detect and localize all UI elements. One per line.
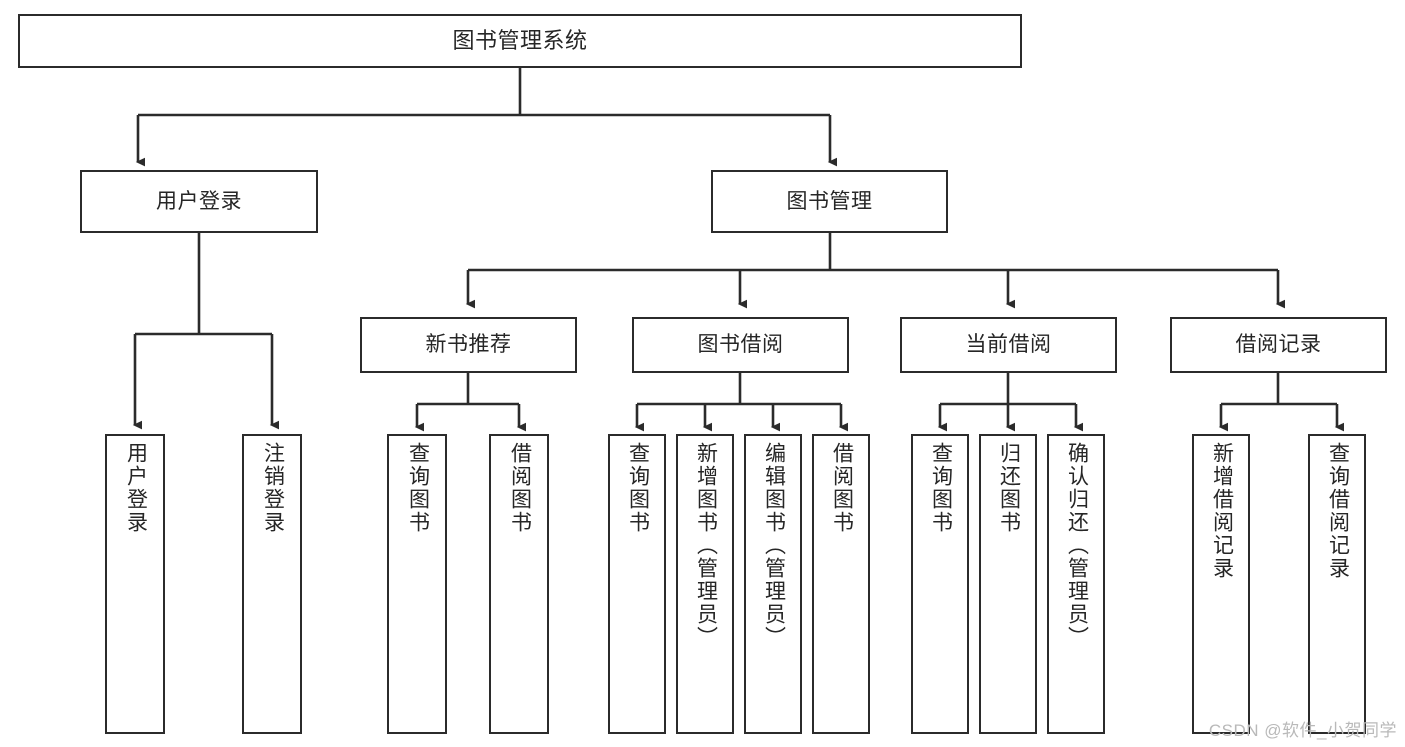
node-leaf-borrow-borrow-book-label: 借阅图书	[830, 442, 854, 534]
node-leaf-newbook-borrow-book[interactable]: 借阅图书	[489, 434, 549, 734]
node-leaf-record-add-record[interactable]: 新增借阅记录	[1192, 434, 1250, 734]
node-leaf-borrow-edit-book-label: 编辑图书（管理员）	[762, 442, 786, 649]
node-leaf-current-confirm-return[interactable]: 确认归还（管理员）	[1047, 434, 1105, 734]
node-leaf-record-add-record-label: 新增借阅记录	[1210, 442, 1234, 580]
node-leaf-borrow-add-book[interactable]: 新增图书（管理员）	[676, 434, 734, 734]
node-leaf-newbook-borrow-book-label: 借阅图书	[508, 442, 532, 534]
node-leaf-record-query-record-label: 查询借阅记录	[1326, 442, 1350, 580]
node-leaf-current-query-book-label: 查询图书	[929, 442, 953, 534]
node-borrow-record[interactable]: 借阅记录	[1170, 317, 1387, 373]
node-leaf-borrow-query-book[interactable]: 查询图书	[608, 434, 666, 734]
node-new-book-recommend[interactable]: 新书推荐	[360, 317, 577, 373]
node-leaf-newbook-query-book-label: 查询图书	[406, 442, 430, 534]
node-leaf-borrow-borrow-book[interactable]: 借阅图书	[812, 434, 870, 734]
node-leaf-record-query-record[interactable]: 查询借阅记录	[1308, 434, 1366, 734]
node-leaf-login-user-login-label: 用户登录	[124, 442, 148, 534]
node-current-borrow-label: 当前借阅	[965, 333, 1052, 357]
node-leaf-login-logout[interactable]: 注销登录	[242, 434, 302, 734]
node-leaf-current-confirm-return-label: 确认归还（管理员）	[1065, 442, 1089, 649]
node-book-manage-label: 图书管理	[786, 189, 873, 213]
node-book-borrow[interactable]: 图书借阅	[632, 317, 849, 373]
node-leaf-current-return-book-label: 归还图书	[997, 442, 1021, 534]
node-borrow-record-label: 借阅记录	[1235, 333, 1322, 357]
node-user-login[interactable]: 用户登录	[80, 170, 318, 233]
node-leaf-login-logout-label: 注销登录	[261, 442, 285, 534]
node-new-book-recommend-label: 新书推荐	[425, 333, 512, 357]
node-book-manage[interactable]: 图书管理	[711, 170, 948, 233]
node-book-borrow-label: 图书借阅	[697, 333, 784, 357]
node-current-borrow[interactable]: 当前借阅	[900, 317, 1117, 373]
node-leaf-newbook-query-book[interactable]: 查询图书	[387, 434, 447, 734]
node-user-login-label: 用户登录	[156, 189, 242, 213]
node-leaf-borrow-query-book-label: 查询图书	[626, 442, 650, 534]
node-leaf-login-user-login[interactable]: 用户登录	[105, 434, 165, 734]
node-leaf-current-return-book[interactable]: 归还图书	[979, 434, 1037, 734]
node-leaf-borrow-edit-book[interactable]: 编辑图书（管理员）	[744, 434, 802, 734]
node-root-system[interactable]: 图书管理系统	[18, 14, 1022, 68]
node-leaf-borrow-add-book-label: 新增图书（管理员）	[694, 442, 718, 649]
node-root-system-label: 图书管理系统	[452, 27, 588, 53]
node-leaf-current-query-book[interactable]: 查询图书	[911, 434, 969, 734]
